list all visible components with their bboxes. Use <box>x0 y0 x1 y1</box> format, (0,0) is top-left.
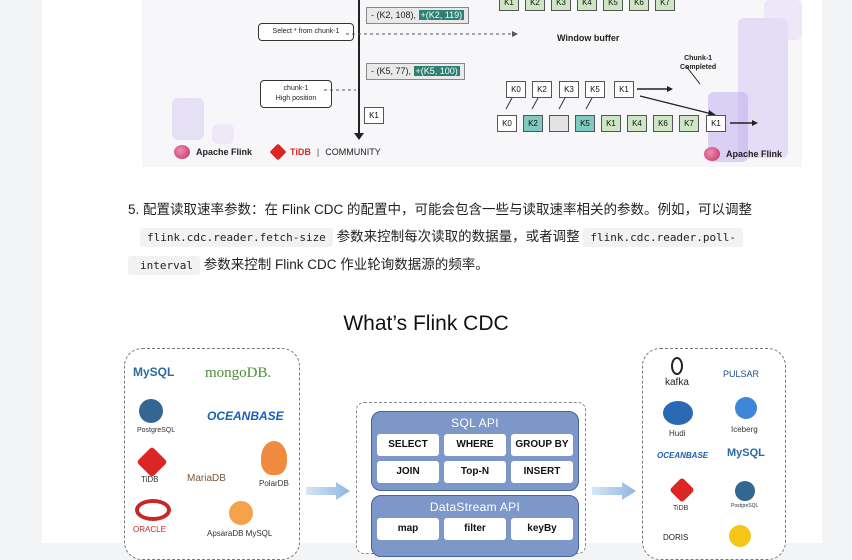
postgresql-elephant-icon <box>735 481 755 501</box>
inline-code-poll-interval: flink.cdc.reader.poll- <box>583 228 744 247</box>
footer-logos: Apache Flink TiDB | COMMUNITY <box>174 143 381 161</box>
oceanbase-logo-icon: OCEANBASE <box>657 451 709 460</box>
apache-flink-label: Apache Flink <box>726 149 783 159</box>
hudi-logo-icon: Hudi <box>669 429 686 438</box>
window-buffer-label: Window buffer <box>557 33 620 43</box>
doris-logo-icon: DORIS <box>663 533 689 542</box>
window-key: K3 <box>551 0 571 11</box>
inline-code-fetch-size: flink.cdc.reader.fetch-size <box>140 228 333 247</box>
postgresql-logo-icon: PostgreSQL <box>731 503 759 509</box>
postgresql-logo-icon: PostgreSQL <box>137 427 176 434</box>
polardb-shape-icon <box>261 441 287 475</box>
oracle-logo-icon: ORACLE <box>133 525 166 534</box>
tidb-logo-icon: TiDB <box>673 505 689 512</box>
key-cell: K5 <box>585 81 605 98</box>
change-tag-k5: - (K5, 77), +(K5, 100) <box>366 63 465 80</box>
datastream-api-title: DataStream API <box>429 500 521 514</box>
flink-logo-icon <box>174 145 190 159</box>
arrow-right-icon <box>592 482 636 500</box>
iceberg-logo-icon: Iceberg <box>731 425 758 434</box>
result-key: K6 <box>653 115 673 132</box>
decor-block <box>172 98 204 140</box>
tidb-label: TiDB <box>290 147 311 157</box>
community-label: COMMUNITY <box>325 147 381 157</box>
sql-op: Top-N <box>444 461 506 483</box>
list-text: 参数来控制每次读取的数据量，或者调整 <box>336 229 580 244</box>
mysql-logo-icon: MySQL <box>133 365 175 379</box>
postgresql-elephant-icon <box>139 399 163 423</box>
mongodb-logo-icon: mongoDB. <box>205 365 272 381</box>
oceanbase-logo-icon: OCEANBASE <box>207 409 284 423</box>
polardb-logo-icon: PolarDB <box>259 479 289 488</box>
tidb-logo-icon <box>269 143 287 161</box>
key-cell: K3 <box>559 81 579 98</box>
window-key: K5 <box>603 0 623 11</box>
result-key: K5 <box>575 115 595 132</box>
result-key: K7 <box>679 115 699 132</box>
clickhouse-shape-icon <box>729 525 751 547</box>
sink-panel: kafka PULSAR Hudi Iceberg OCEANBASE MySQ… <box>642 348 786 560</box>
inline-code-poll-interval: interval <box>128 256 200 275</box>
result-key: K4 <box>627 115 647 132</box>
change-tag-k2: - (K2, 108), +(K2, 119) <box>366 7 470 24</box>
list-item-5: 5. 配置读取速率参数：在 Flink CDC 的配置中，可能会包含一些与读取速… <box>128 196 788 279</box>
sql-op: JOIN <box>377 461 439 483</box>
list-number: 5. <box>128 202 140 217</box>
result-key: K0 <box>497 115 517 132</box>
figure-title: What’s Flink CDC <box>343 312 509 335</box>
datastream-api-group: DataStream API map filter keyBy <box>371 495 579 557</box>
tidb-logo-icon: TiDB <box>141 475 159 484</box>
list-text: 配置读取速率参数：在 Flink CDC 的配置中，可能会包含一些与读取速率相关… <box>143 202 753 217</box>
arrow-right-icon <box>306 482 350 500</box>
key-cell: K1 <box>614 81 634 98</box>
source-panel: MySQL mongoDB. PostgreSQL OCEANBASE TiDB… <box>124 348 300 560</box>
sql-api-title: SQL API <box>451 416 499 430</box>
datastream-op: keyBy <box>511 518 573 540</box>
datastream-op: filter <box>444 518 506 540</box>
oracle-ring-icon <box>135 499 171 521</box>
key-cell: K2 <box>532 81 552 98</box>
kafka-logo-icon: kafka <box>665 377 689 388</box>
result-key: K1 <box>706 115 726 132</box>
window-key: K6 <box>629 0 649 11</box>
flink-logo-icon <box>704 147 720 161</box>
tidb-cube-icon <box>136 446 168 478</box>
result-key: K1 <box>601 115 621 132</box>
iceberg-shape-icon <box>735 397 757 419</box>
key-cell: K1 <box>364 107 384 124</box>
list-text: 参数来控制 Flink CDC 作业轮询数据源的频率。 <box>203 257 489 272</box>
window-key: K7 <box>655 0 675 11</box>
decor-block <box>212 124 234 144</box>
result-key <box>549 115 569 132</box>
datastream-op: map <box>377 518 439 540</box>
mysql-logo-icon: MySQL <box>727 447 765 459</box>
sql-op: GROUP BY <box>511 434 573 456</box>
apache-flink-label: Apache Flink <box>196 147 253 157</box>
sql-op: INSERT <box>511 461 573 483</box>
result-key: K2 <box>523 115 543 132</box>
window-key: K1 <box>499 0 519 11</box>
decor-block <box>764 0 802 40</box>
key-cell: K0 <box>506 81 526 98</box>
window-key: K2 <box>525 0 545 11</box>
apsaradb-logo-icon: ApsaraDB MySQL <box>207 529 273 538</box>
pulsar-logo-icon: PULSAR <box>723 369 760 379</box>
timeline-axis <box>354 0 364 140</box>
kafka-shape-icon <box>671 357 683 375</box>
hudi-shape-icon <box>663 401 693 425</box>
window-key: K4 <box>577 0 597 11</box>
apsaradb-shape-icon <box>229 501 253 525</box>
sql-op: WHERE <box>444 434 506 456</box>
api-panel: SQL API SELECT WHERE GROUP BY JOIN Top-N… <box>356 402 586 557</box>
sql-op: SELECT <box>377 434 439 456</box>
select-chunk-box: Select * from chunk-1 <box>258 23 354 41</box>
diagram-arrows <box>324 31 758 126</box>
flink-logo-right: Apache Flink <box>704 147 782 161</box>
tidb-cube-icon <box>669 477 695 503</box>
sql-api-group: SQL API SELECT WHERE GROUP BY JOIN Top-N… <box>371 411 579 491</box>
mariadb-logo-icon: MariaDB <box>187 473 226 484</box>
